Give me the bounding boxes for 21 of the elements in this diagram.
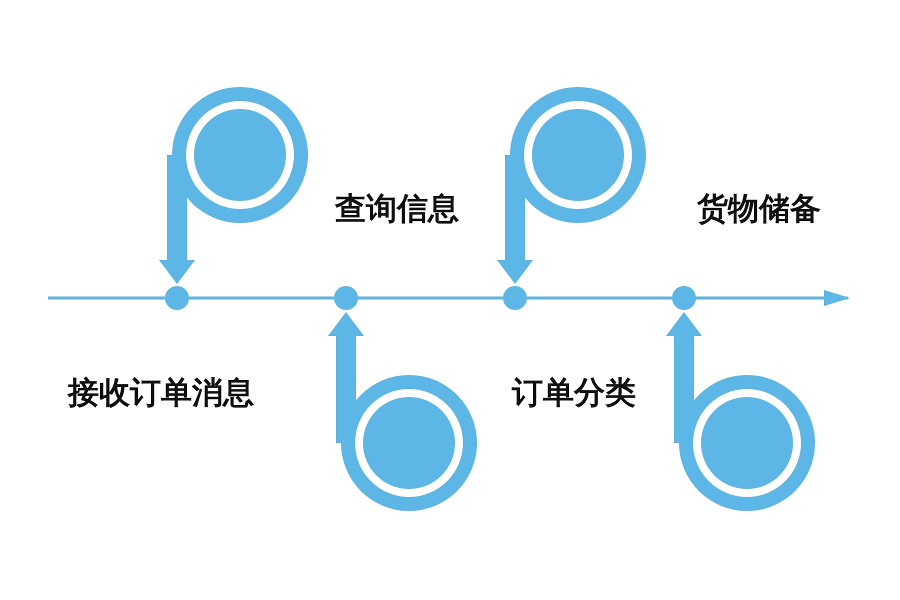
- timeline-line: [527, 296, 672, 300]
- ring-icon: [510, 87, 646, 223]
- timeline-dot: [503, 286, 527, 310]
- timeline-line: [358, 296, 503, 300]
- ring-icon: [341, 375, 477, 511]
- pointer-arrow: [159, 155, 195, 284]
- timeline-dot: [165, 286, 189, 310]
- timeline-arrow: [696, 290, 850, 306]
- timeline-line: [189, 296, 334, 300]
- pointer-arrow: [666, 312, 702, 443]
- ring-icon: [679, 375, 815, 511]
- timeline-line: [48, 296, 165, 300]
- pointer-arrow: [328, 312, 364, 443]
- step-label: 订单分类: [512, 374, 636, 413]
- pointer-arrow: [497, 155, 533, 284]
- ring-icon: [172, 87, 308, 223]
- step-label: 货物储备: [697, 190, 821, 229]
- timeline-dot: [672, 286, 696, 310]
- timeline-dot: [334, 286, 358, 310]
- step-label: 接收订单消息: [68, 374, 254, 413]
- step-label: 查询信息: [335, 190, 459, 229]
